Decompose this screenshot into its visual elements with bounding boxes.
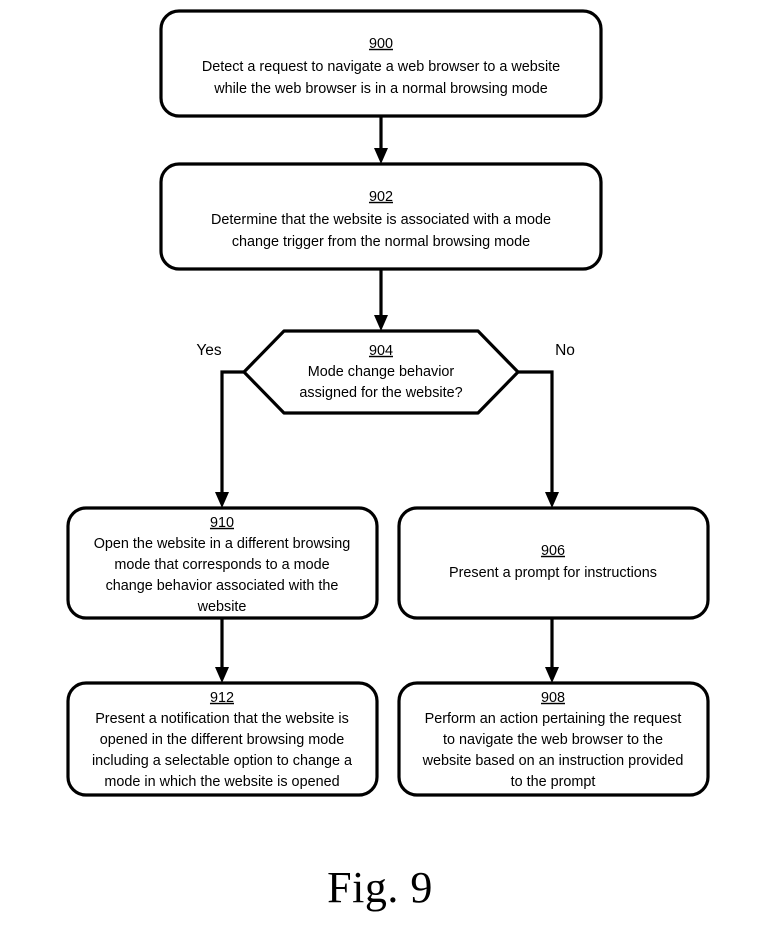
branch-label-yes: Yes	[196, 342, 222, 359]
node-908-line-3: website based on an instruction provided	[422, 753, 684, 769]
node-910-line-3: change behavior associated with the	[106, 578, 339, 594]
node-902-shape	[159, 162, 603, 271]
node-904-line-2: assigned for the website?	[299, 385, 462, 401]
node-906-shape	[397, 506, 710, 620]
node-912-line-4: mode in which the website is opened	[104, 774, 339, 790]
node-908-reference: 908	[541, 690, 565, 706]
flow-node-904-decision[interactable]: 904 Mode change behavior assigned for th…	[242, 329, 520, 415]
node-912-reference: 912	[210, 690, 234, 706]
node-912-line-3: including a selectable option to change …	[92, 753, 352, 769]
connector-906-to-908	[545, 618, 559, 683]
node-902-reference: 902	[369, 189, 393, 205]
arrow-head-icon	[215, 492, 229, 508]
node-902-line-1: Determine that the website is associated…	[211, 212, 551, 228]
node-900-line-1: Detect a request to navigate a web brows…	[202, 59, 560, 75]
node-910-line-2: mode that corresponds to a mode	[114, 557, 329, 573]
node-910-line-4: website	[197, 599, 247, 615]
flow-node-908[interactable]: 908 Perform an action pertaining the req…	[397, 681, 710, 797]
node-908-shape	[397, 681, 710, 797]
flow-node-902[interactable]: 902 Determine that the website is associ…	[159, 162, 603, 271]
figure-caption: Fig. 9	[327, 863, 433, 912]
node-910-line-1: Open the website in a different browsing	[94, 536, 351, 552]
node-908-line-1: Perform an action pertaining the request	[425, 711, 682, 727]
arrow-head-icon	[545, 667, 559, 683]
node-900-shape	[159, 9, 603, 118]
connector-904-no-to-906	[518, 370, 559, 508]
arrow-head-icon	[215, 667, 229, 683]
connector-902-to-904	[374, 269, 388, 331]
node-904-line-1: Mode change behavior	[308, 364, 455, 380]
node-906-reference: 906	[541, 543, 565, 559]
node-912-line-1: Present a notification that the website …	[95, 711, 349, 727]
flow-node-912[interactable]: 912 Present a notification that the webs…	[66, 681, 379, 797]
arrow-head-icon	[374, 148, 388, 164]
node-908-line-2: to navigate the web browser to the	[443, 732, 663, 748]
flow-node-900[interactable]: 900 Detect a request to navigate a web b…	[159, 9, 603, 118]
node-906-line-1: Present a prompt for instructions	[449, 565, 657, 581]
node-912-line-2: opened in the different browsing mode	[100, 732, 345, 748]
node-900-line-2: while the web browser is in a normal bro…	[213, 81, 548, 97]
node-904-reference: 904	[369, 343, 393, 359]
arrow-head-icon	[545, 492, 559, 508]
node-910-shape	[66, 506, 379, 620]
flow-node-910[interactable]: 910 Open the website in a different brow…	[66, 506, 379, 620]
connector-900-to-902	[374, 116, 388, 164]
node-912-shape	[66, 681, 379, 797]
arrow-head-icon	[374, 315, 388, 331]
connector-904-yes-to-910	[215, 370, 244, 508]
node-910-reference: 910	[210, 515, 234, 531]
node-902-line-2: change trigger from the normal browsing …	[232, 234, 530, 250]
node-904-shape	[242, 329, 520, 415]
connector-910-to-912	[215, 618, 229, 683]
branch-label-no: No	[555, 342, 575, 359]
flow-node-906[interactable]: 906 Present a prompt for instructions	[397, 506, 710, 620]
node-900-reference: 900	[369, 36, 393, 52]
node-908-line-4: to the prompt	[511, 774, 596, 790]
